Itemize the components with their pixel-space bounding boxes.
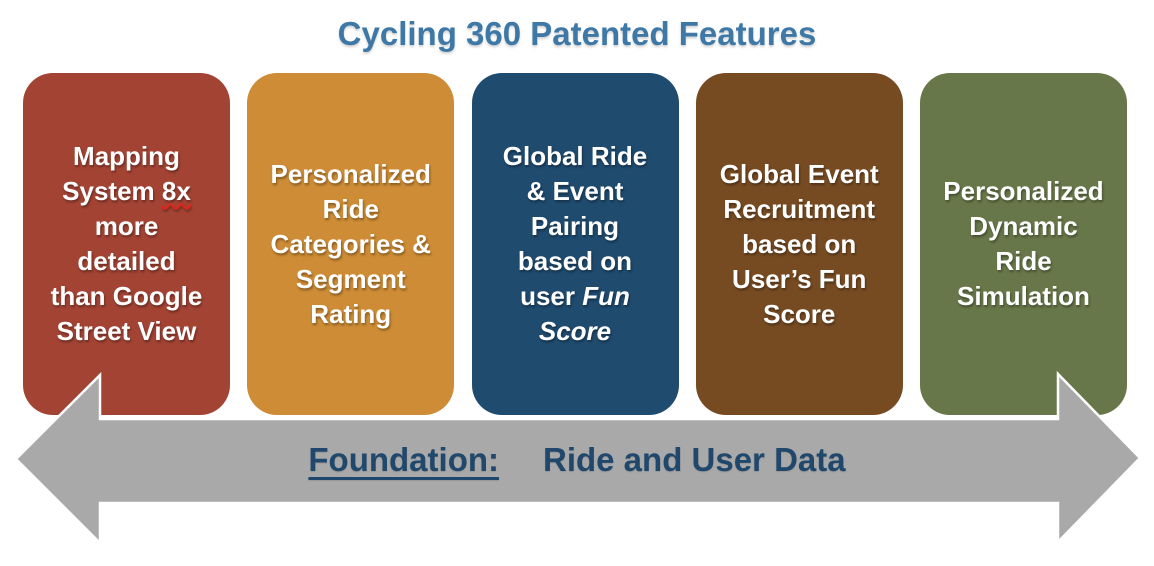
card-ride-event-pairing-text: Global Ride & Event Pairing based on use… <box>491 139 659 349</box>
card-mapping-system: Mapping System 8x more detailed than Goo… <box>23 73 230 415</box>
foundation-text: Ride and User Data <box>543 441 846 478</box>
feature-cards: Mapping System 8x more detailed than Goo… <box>23 73 1127 415</box>
card-event-recruitment-text: Global Event Recruitment based on User’s… <box>719 158 879 329</box>
page-title: Cycling 360 Patented Features <box>337 15 817 52</box>
card-text-segment: more detailed than Google Street View <box>50 211 203 346</box>
card-text-segment: Global Ride & Event Pairing based on use… <box>502 141 648 311</box>
card-ride-categories: Personalized Ride Categories & Segment R… <box>247 73 455 415</box>
card-mapping-system-text: Mapping System 8x more detailed than Goo… <box>39 139 215 349</box>
card-event-recruitment: Global Event Recruitment based on User’s… <box>695 73 903 415</box>
card-ride-event-pairing: Global Ride & Event Pairing based on use… <box>471 73 679 415</box>
card-dynamic-ride-simulation-text: Personalized Dynamic Ride Simulation <box>943 176 1104 311</box>
card-text-segment: Mapping System <box>62 141 180 206</box>
card-dynamic-ride-simulation: Personalized Dynamic Ride Simulation <box>920 73 1127 415</box>
card-ride-categories-text: Personalized Ride Categories & Segment R… <box>270 158 431 329</box>
foundation-caption: Foundation: Ride and User Data <box>0 440 1154 480</box>
fun-score-italic-text: Fun Score <box>538 281 630 346</box>
foundation-heading: Foundation: <box>308 441 499 478</box>
spellcheck-squiggle-text: 8x <box>161 176 191 206</box>
